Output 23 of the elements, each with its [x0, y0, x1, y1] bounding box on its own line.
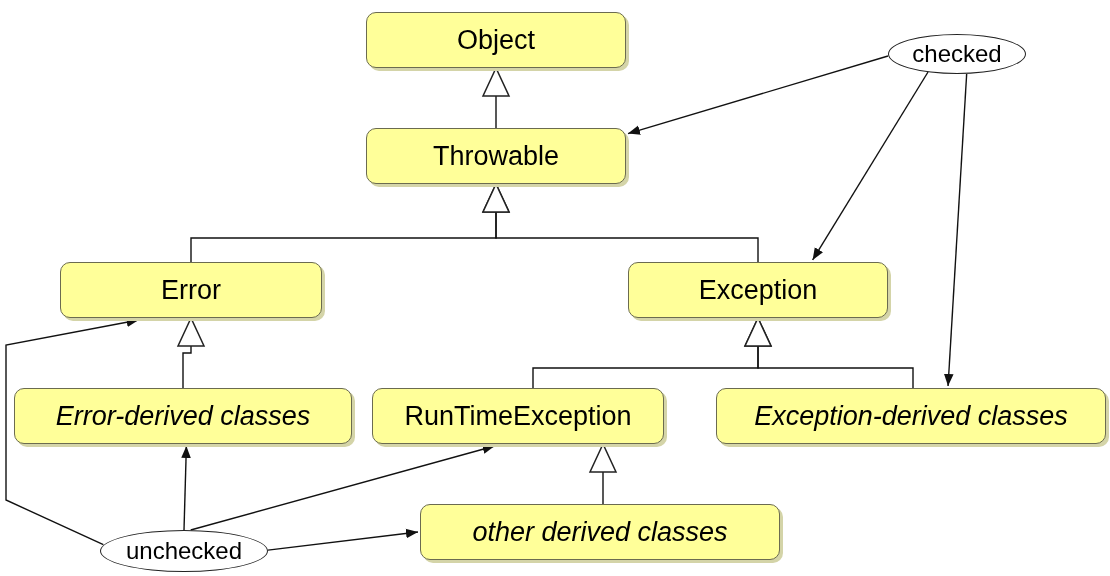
class-name: Error-derived classes — [55, 400, 311, 432]
class-name: Object — [456, 24, 535, 56]
class-box — [628, 262, 888, 318]
class-name: Throwable — [432, 140, 560, 172]
arrow — [943, 73, 968, 387]
class-box — [60, 262, 322, 318]
class-name: Exception — [698, 274, 818, 306]
class-name: Error — [161, 274, 221, 306]
arrow — [190, 444, 496, 531]
class-name: other derived classes — [472, 516, 728, 548]
class-box — [366, 12, 626, 68]
class-box — [372, 388, 664, 444]
class-name: Exception-derived classes — [754, 400, 1068, 432]
class-box — [420, 504, 780, 560]
arrow — [181, 445, 191, 531]
arrow — [627, 55, 889, 135]
class-box — [366, 128, 626, 184]
class-box — [716, 388, 1106, 444]
class-name: RunTimeException — [404, 400, 632, 432]
class-box — [14, 388, 352, 444]
arrow — [267, 528, 419, 551]
note-label: unchecked — [125, 537, 243, 565]
note-label: checked — [912, 40, 1002, 68]
